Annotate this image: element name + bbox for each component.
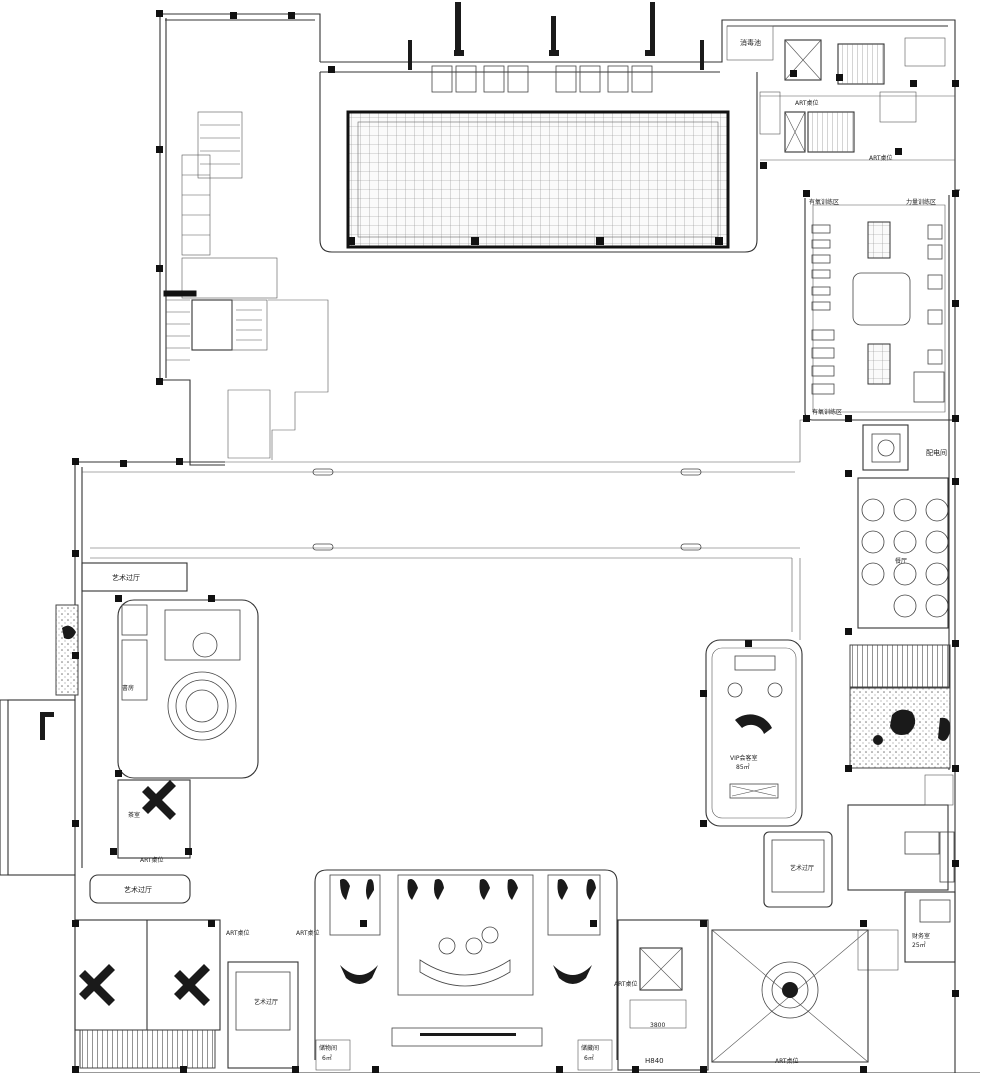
label-storage-1: 储物间 — [319, 1044, 337, 1052]
label-vip-area: 85㎡ — [736, 763, 750, 771]
label-strength-zone: 力量训练区 — [906, 198, 936, 206]
label-pantry: 配电间 — [926, 448, 947, 457]
lift-and-hall: 3800 H840 ART桌位 ART桌位 — [614, 919, 869, 1071]
label-aerobic-zone-bottom: 有氧训练区 — [812, 408, 842, 416]
gym: 有氧训练区 力量训练区 有氧训练区 — [804, 198, 952, 421]
label-gallery-2: 艺术过厅 — [124, 885, 152, 894]
label-gallery-4: 艺术过厅 — [790, 864, 814, 872]
label-tea-room: 茶室 — [128, 811, 140, 819]
corridor-lights — [312, 468, 702, 551]
label-dim-3800: 3800 — [650, 1022, 665, 1029]
label-storage-2-area: 6㎡ — [584, 1054, 594, 1062]
swimming-pool — [319, 2, 758, 253]
label-gallery-1: 艺术过厅 — [112, 573, 140, 582]
label-study: 書房 — [122, 684, 134, 692]
label-aerobic-zone-top: 有氧训练区 — [809, 198, 839, 206]
label-disinfection-pool: 消毒池 — [740, 38, 761, 47]
columns — [72, 10, 959, 1073]
label-art-seat-1: ART桌位 — [795, 99, 819, 107]
label-art-seat-6: ART桌位 — [614, 980, 638, 988]
central-lounge: 储物间 6㎡ 储藏间 6㎡ — [314, 869, 618, 1071]
label-storage-1-area: 6㎡ — [322, 1054, 332, 1062]
label-finance-area: 25㎡ — [912, 941, 926, 949]
left-rooms: 艺术过厅 書房 茶室 ART桌位 艺术过厅 — [7, 562, 259, 904]
wc-block-top-right: 消毒池 ART桌位 ART桌位 — [726, 25, 955, 162]
right-rooms: 配电间 餐厅 艺术过厅 财务室 25㎡ — [763, 424, 956, 971]
stairs-top-left — [163, 111, 329, 460]
label-vip-room: VIP会客室 — [730, 754, 758, 762]
label-restaurant: 餐厅 — [895, 557, 907, 565]
vip-room: VIP会客室 85㎡ — [705, 639, 803, 827]
label-gallery-3: 艺术过厅 — [254, 998, 278, 1006]
label-dim-h840: H840 — [645, 1057, 664, 1065]
bottom-left-rooms: 艺术过厅 ART桌位 ART桌位 — [74, 919, 320, 1069]
label-storage-2: 储藏间 — [581, 1044, 599, 1052]
label-art-seat-4: ART桌位 — [226, 929, 250, 937]
label-finance: 财务室 — [912, 932, 930, 940]
label-art-seat-2: ART桌位 — [869, 154, 893, 162]
label-art-seat-7: ART桌位 — [775, 1057, 799, 1065]
label-art-seat-3: ART桌位 — [140, 856, 164, 864]
label-art-seat-5: ART桌位 — [296, 929, 320, 937]
